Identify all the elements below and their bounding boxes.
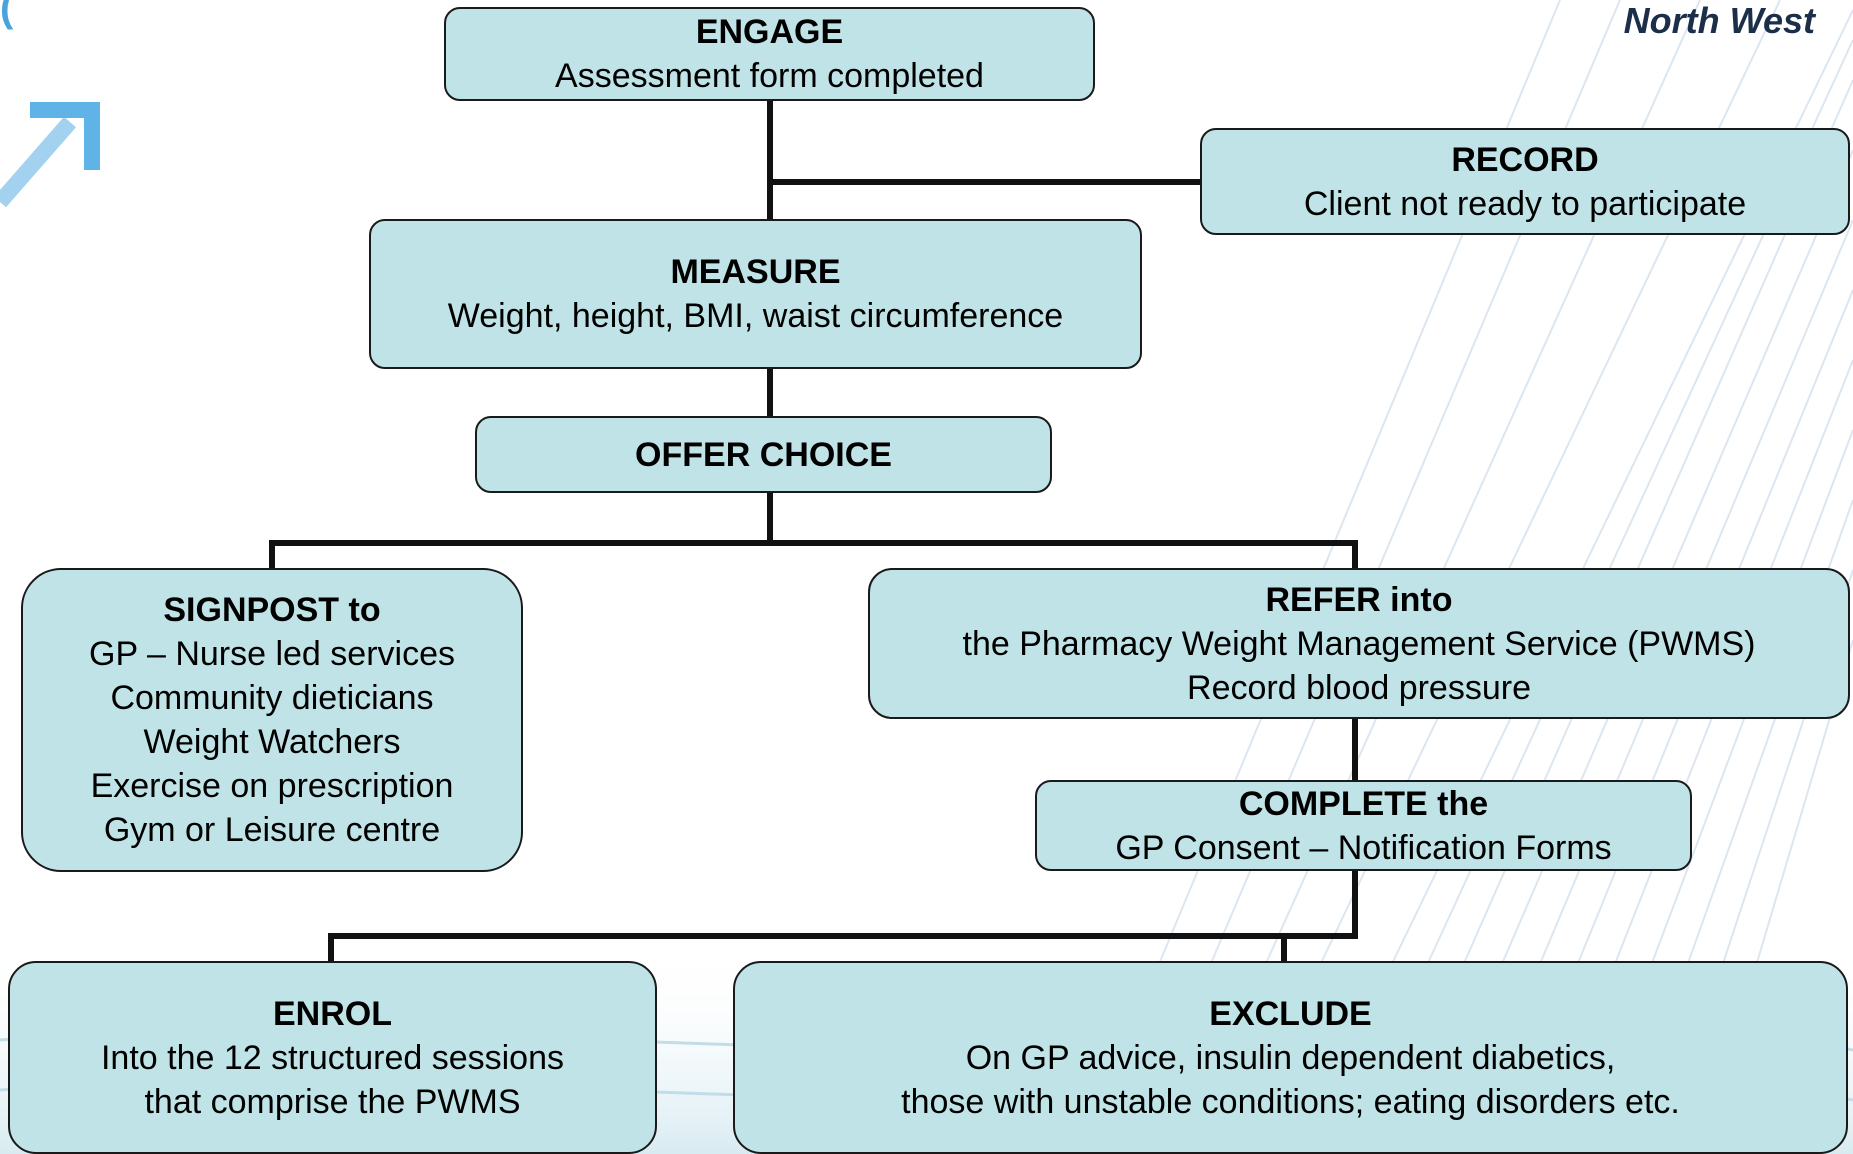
offer-choice-box: OFFER CHOICE (475, 416, 1052, 493)
connector-bottom-horizontal (328, 933, 1358, 939)
refer-line: Record blood pressure (1187, 668, 1531, 707)
enrol-title: ENROL (273, 994, 392, 1033)
logo-text: North West (1623, 0, 1815, 41)
signpost-line: Exercise on prescription (90, 767, 454, 805)
connector-engage-measure (767, 99, 773, 221)
signpost-line: Gym or Leisure centre (103, 811, 441, 849)
exclude-line: On GP advice, insulin dependent diabetic… (965, 1038, 1616, 1077)
complete-box: COMPLETE the GP Consent – Notification F… (1035, 780, 1692, 871)
connector-measure-offer (767, 367, 773, 416)
complete-title: COMPLETE the (1238, 784, 1489, 823)
engage-line: Assessment form completed (555, 57, 984, 95)
measure-title: MEASURE (670, 253, 841, 291)
connector-complete-down (1352, 869, 1358, 938)
signpost-line: Weight Watchers (143, 723, 401, 761)
refer-box: REFER into the Pharmacy Weight Managemen… (868, 568, 1850, 719)
engage-box: ENGAGE Assessment form completed (444, 7, 1095, 101)
connector-refer-complete (1352, 717, 1358, 782)
enrol-line: Into the 12 structured sessions (100, 1038, 565, 1077)
signpost-title: SIGNPOST to (163, 591, 381, 629)
engage-title: ENGAGE (695, 13, 844, 51)
enrol-line: that comprise the PWMS (144, 1082, 521, 1121)
refer-line: the Pharmacy Weight Management Service (… (962, 624, 1756, 663)
connector-to-signpost (269, 540, 275, 570)
record-title: RECORD (1451, 140, 1599, 179)
connector-offer-branch (767, 491, 773, 543)
connector-branch-horizontal (269, 540, 1358, 546)
signpost-box: SIGNPOST to GP – Nurse led services Comm… (21, 568, 523, 872)
measure-box: MEASURE Weight, height, BMI, waist circu… (369, 219, 1142, 369)
signpost-line: GP – Nurse led services (89, 635, 455, 673)
enrol-box: ENROL Into the 12 structured sessions th… (8, 961, 657, 1154)
exclude-line: those with unstable conditions; eating d… (901, 1082, 1680, 1121)
exclude-box: EXCLUDE On GP advice, insulin dependent … (733, 961, 1848, 1154)
exclude-title: EXCLUDE (1209, 994, 1372, 1033)
connector-to-refer (1352, 540, 1358, 570)
arrow-up-right-icon (0, 102, 100, 208)
refer-title: REFER into (1265, 580, 1453, 619)
record-line: Client not ready to participate (1303, 184, 1747, 223)
connector-to-exclude (1281, 933, 1287, 963)
complete-line: GP Consent – Notification Forms (1115, 828, 1612, 867)
logo-partial-text: ( (0, 0, 14, 30)
signpost-line: Community dieticians (110, 679, 434, 717)
offer-choice-title: OFFER CHOICE (635, 435, 892, 474)
connector-to-record (767, 179, 1203, 185)
measure-line: Weight, height, BMI, waist circumference (447, 297, 1064, 335)
connector-to-enrol (328, 933, 334, 963)
record-box: RECORD Client not ready to participate (1200, 128, 1850, 235)
